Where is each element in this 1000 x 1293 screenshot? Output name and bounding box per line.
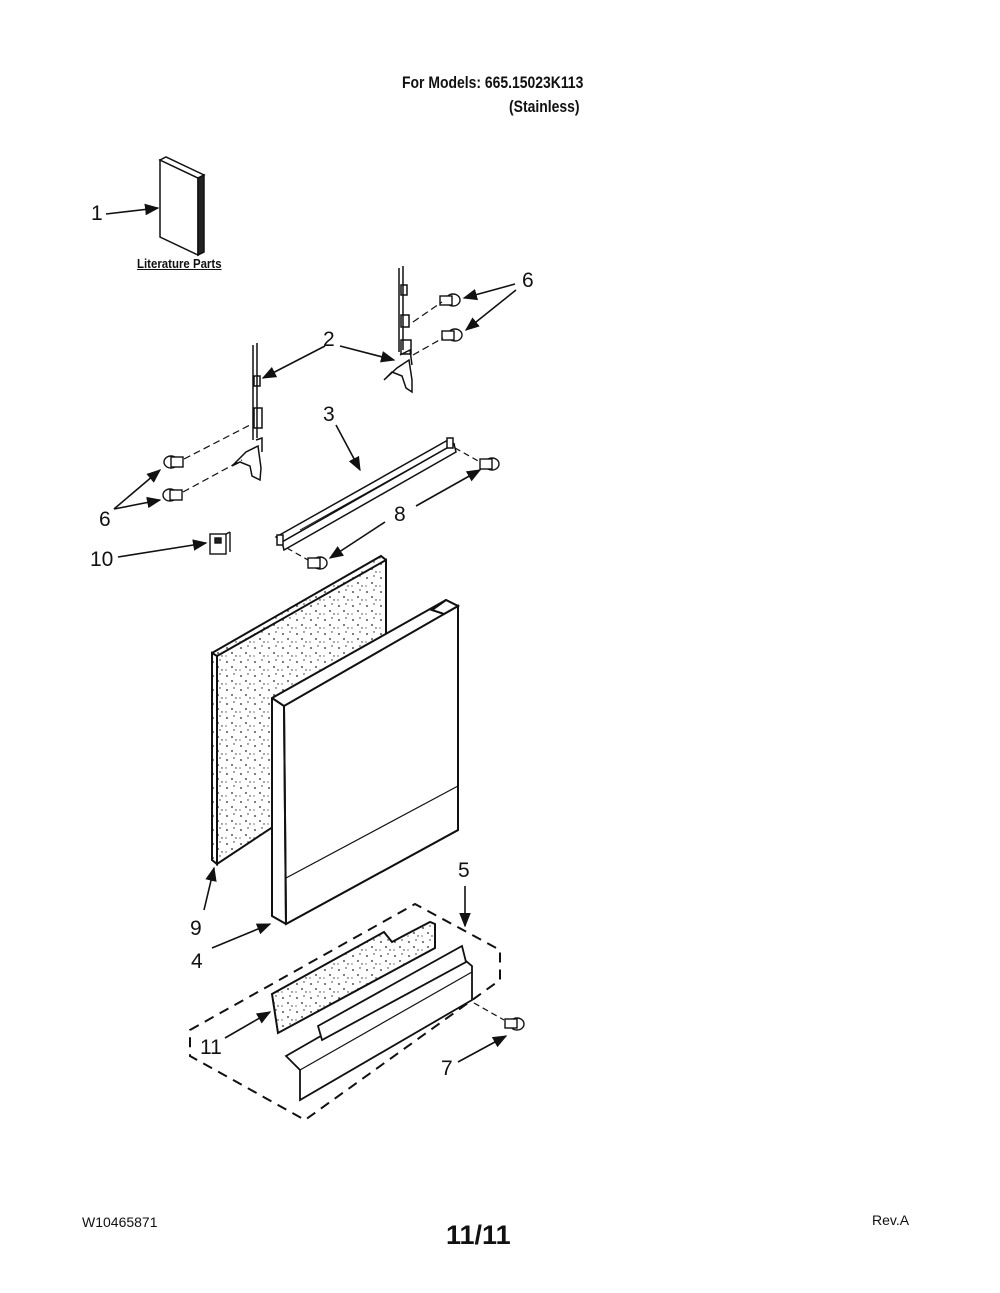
hinge-right	[383, 266, 413, 394]
toe-kick-panel	[284, 944, 473, 1102]
callout-10: 10	[90, 548, 114, 571]
hinge-left	[231, 343, 263, 482]
callout-3: 3	[323, 403, 335, 426]
outer-door-panel	[271, 598, 461, 926]
door-rail	[274, 437, 457, 552]
callout-11: 11	[200, 1036, 222, 1059]
toe-kick-screw	[504, 1017, 525, 1031]
revision-label: Rev.A	[872, 1212, 910, 1228]
variant-heading: (Stainless)	[509, 97, 580, 116]
screws-right	[439, 293, 463, 342]
screws-left	[162, 455, 184, 502]
toe-kick-insulation	[270, 920, 436, 1035]
callout-5: 5	[458, 859, 470, 882]
clip	[209, 531, 231, 555]
literature-parts-label: Literature Parts	[137, 256, 222, 271]
model-heading: For Models: 665.15023K113	[402, 73, 584, 92]
callout-1: 1	[91, 202, 103, 225]
callout-4: 4	[191, 950, 203, 973]
literature-booklet	[158, 156, 206, 257]
callout-7: 7	[441, 1057, 453, 1080]
document-number: W10465871	[82, 1214, 158, 1230]
leader-lines	[105, 203, 517, 1063]
callout-2: 2	[323, 328, 335, 351]
callout-6-left: 6	[99, 508, 111, 531]
rail-screws	[307, 457, 500, 570]
callout-9: 9	[190, 917, 202, 940]
callout-6-right: 6	[522, 269, 534, 292]
page-number: 11/11	[446, 1220, 511, 1250]
toe-kick-assembly-outline	[189, 902, 501, 1122]
callout-8: 8	[394, 503, 406, 526]
